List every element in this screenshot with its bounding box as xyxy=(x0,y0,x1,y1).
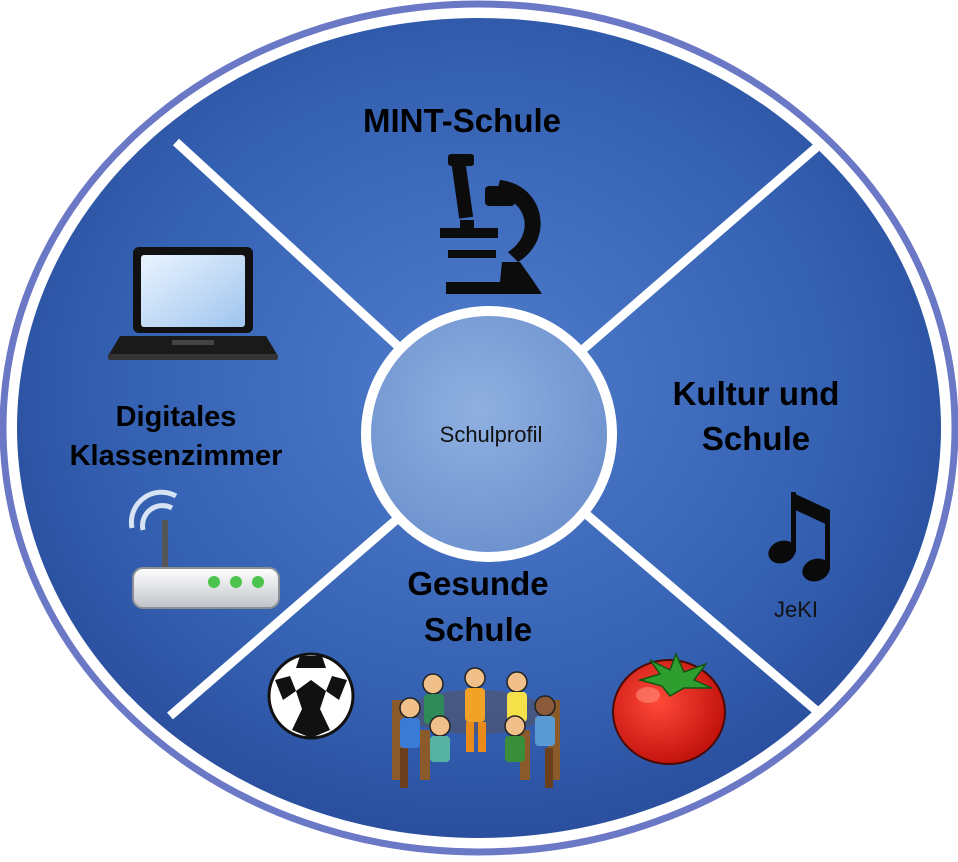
music-note-icon xyxy=(768,492,830,582)
people-circle-icon xyxy=(392,667,560,788)
soccer-ball-icon xyxy=(267,652,355,740)
segment-left-title-line1: Digitales xyxy=(116,401,237,433)
divider-bottom-right xyxy=(583,510,821,716)
center-label: Schulprofil xyxy=(440,422,543,447)
segment-dividers xyxy=(167,138,821,720)
divider-bottom-left xyxy=(167,516,399,720)
wifi-router-icon xyxy=(128,489,280,609)
divider-top-right xyxy=(577,142,821,356)
center-circle xyxy=(371,316,607,552)
segment-bottom-title-line2: Schule xyxy=(424,611,532,648)
laptop-icon xyxy=(108,247,278,360)
segment-top-title: MINT-Schule xyxy=(363,102,561,139)
segment-right-title-line2: Schule xyxy=(702,420,810,457)
divider-top-left xyxy=(172,138,404,352)
segment-left-title-line2: Klassenzimmer xyxy=(70,440,283,472)
segment-right-title-line1: Kultur und xyxy=(673,375,840,412)
tomato-icon xyxy=(612,652,726,765)
microscope-icon xyxy=(440,154,542,294)
segment-bottom-title-line1: Gesunde xyxy=(407,565,548,602)
segment-right-caption: JeKI xyxy=(774,597,818,622)
